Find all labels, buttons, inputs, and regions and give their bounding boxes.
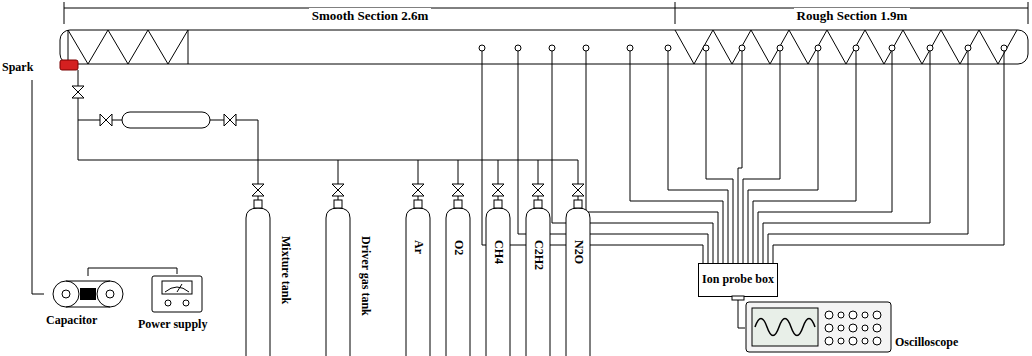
wire-connector [88,268,177,276]
probe-wire [763,51,930,263]
probe-wire [773,51,1004,263]
node-label: Ion probe box [702,273,774,287]
ion-probe [1001,45,1007,51]
node-label: Mixture tank [278,236,292,304]
ion-probe-box: Ion probe box [698,263,778,297]
detonation-tube [60,30,1028,64]
node-label: N2O [571,240,585,264]
ion-probe [853,45,859,51]
probe-wire [668,51,728,263]
probe-wire [758,51,892,263]
dimension-line [64,2,1028,24]
probe-wire [586,51,718,263]
node-label: CH4 [491,240,505,264]
probe-wire [743,51,780,263]
gas-cylinder: Driver gas tank [325,200,379,356]
wire-line [32,80,44,294]
valve-symbol [412,184,424,196]
node-label: Spark [2,61,33,75]
gas-cylinder-shape [525,200,551,356]
ion-probe [515,45,521,51]
wire-line [88,268,177,276]
power-supply: Power supply [138,274,220,338]
section-label: Rough Section 1.9m [794,8,911,24]
gas-cylinder: Ar [405,200,431,356]
node-label: Oscilloscope [895,336,958,350]
probe-wire [738,51,742,263]
ion-probe [965,45,971,51]
gas-cylinder: CH4 [485,200,511,356]
ion-probe [549,45,555,51]
ion-probe [815,45,821,51]
node-label: Driver gas tank [358,236,372,316]
ion-probe [703,45,709,51]
gas-cylinder: Mixture tank [245,200,299,356]
spark-electrode: Spark [2,54,82,80]
gas-cylinder: O2 [445,200,471,356]
gas-manifold [72,70,584,200]
wire-line [738,297,745,328]
ion-probe [627,45,633,51]
oscilloscope: Oscilloscope [745,300,985,354]
node-label: C2H2 [531,240,545,270]
ion-probe [739,45,745,51]
probe-wire [630,51,723,263]
ion-probe [889,45,895,51]
valve-symbol [572,184,584,196]
ion-probe [665,45,671,51]
valve-symbol [252,184,264,196]
probe-wire [768,51,968,263]
section-label: Smooth Section 2.6m [309,8,432,24]
probe-wire [753,51,856,263]
ion-probe [777,45,783,51]
valve-symbol [532,184,544,196]
ion-probe-wiring [479,45,1007,263]
gas-cylinder: N2O [565,200,591,356]
node-label: Capacitor [46,314,97,328]
valve-symbol [332,184,344,196]
gas-cylinder: C2H2 [525,200,551,356]
gas-cylinder-shape [445,200,471,356]
wire-connector [738,297,745,328]
valve-symbol [452,184,464,196]
ion-probe [927,45,933,51]
gas-cylinder-shape [565,200,591,356]
valve-symbol [492,184,504,196]
ion-probe [479,45,485,51]
gas-cylinder-shape [485,200,511,356]
wire-connector [32,80,44,294]
node-label: O2 [451,240,465,255]
capacitor: Capacitor [44,276,134,334]
node-label: Power supply [138,318,207,332]
node-label: Ar [411,240,425,254]
probe-wire [748,51,818,263]
ion-probe [583,45,589,51]
probe-wire [706,51,733,263]
gas-cylinder-shape [405,200,431,356]
probe-wire [482,51,703,263]
